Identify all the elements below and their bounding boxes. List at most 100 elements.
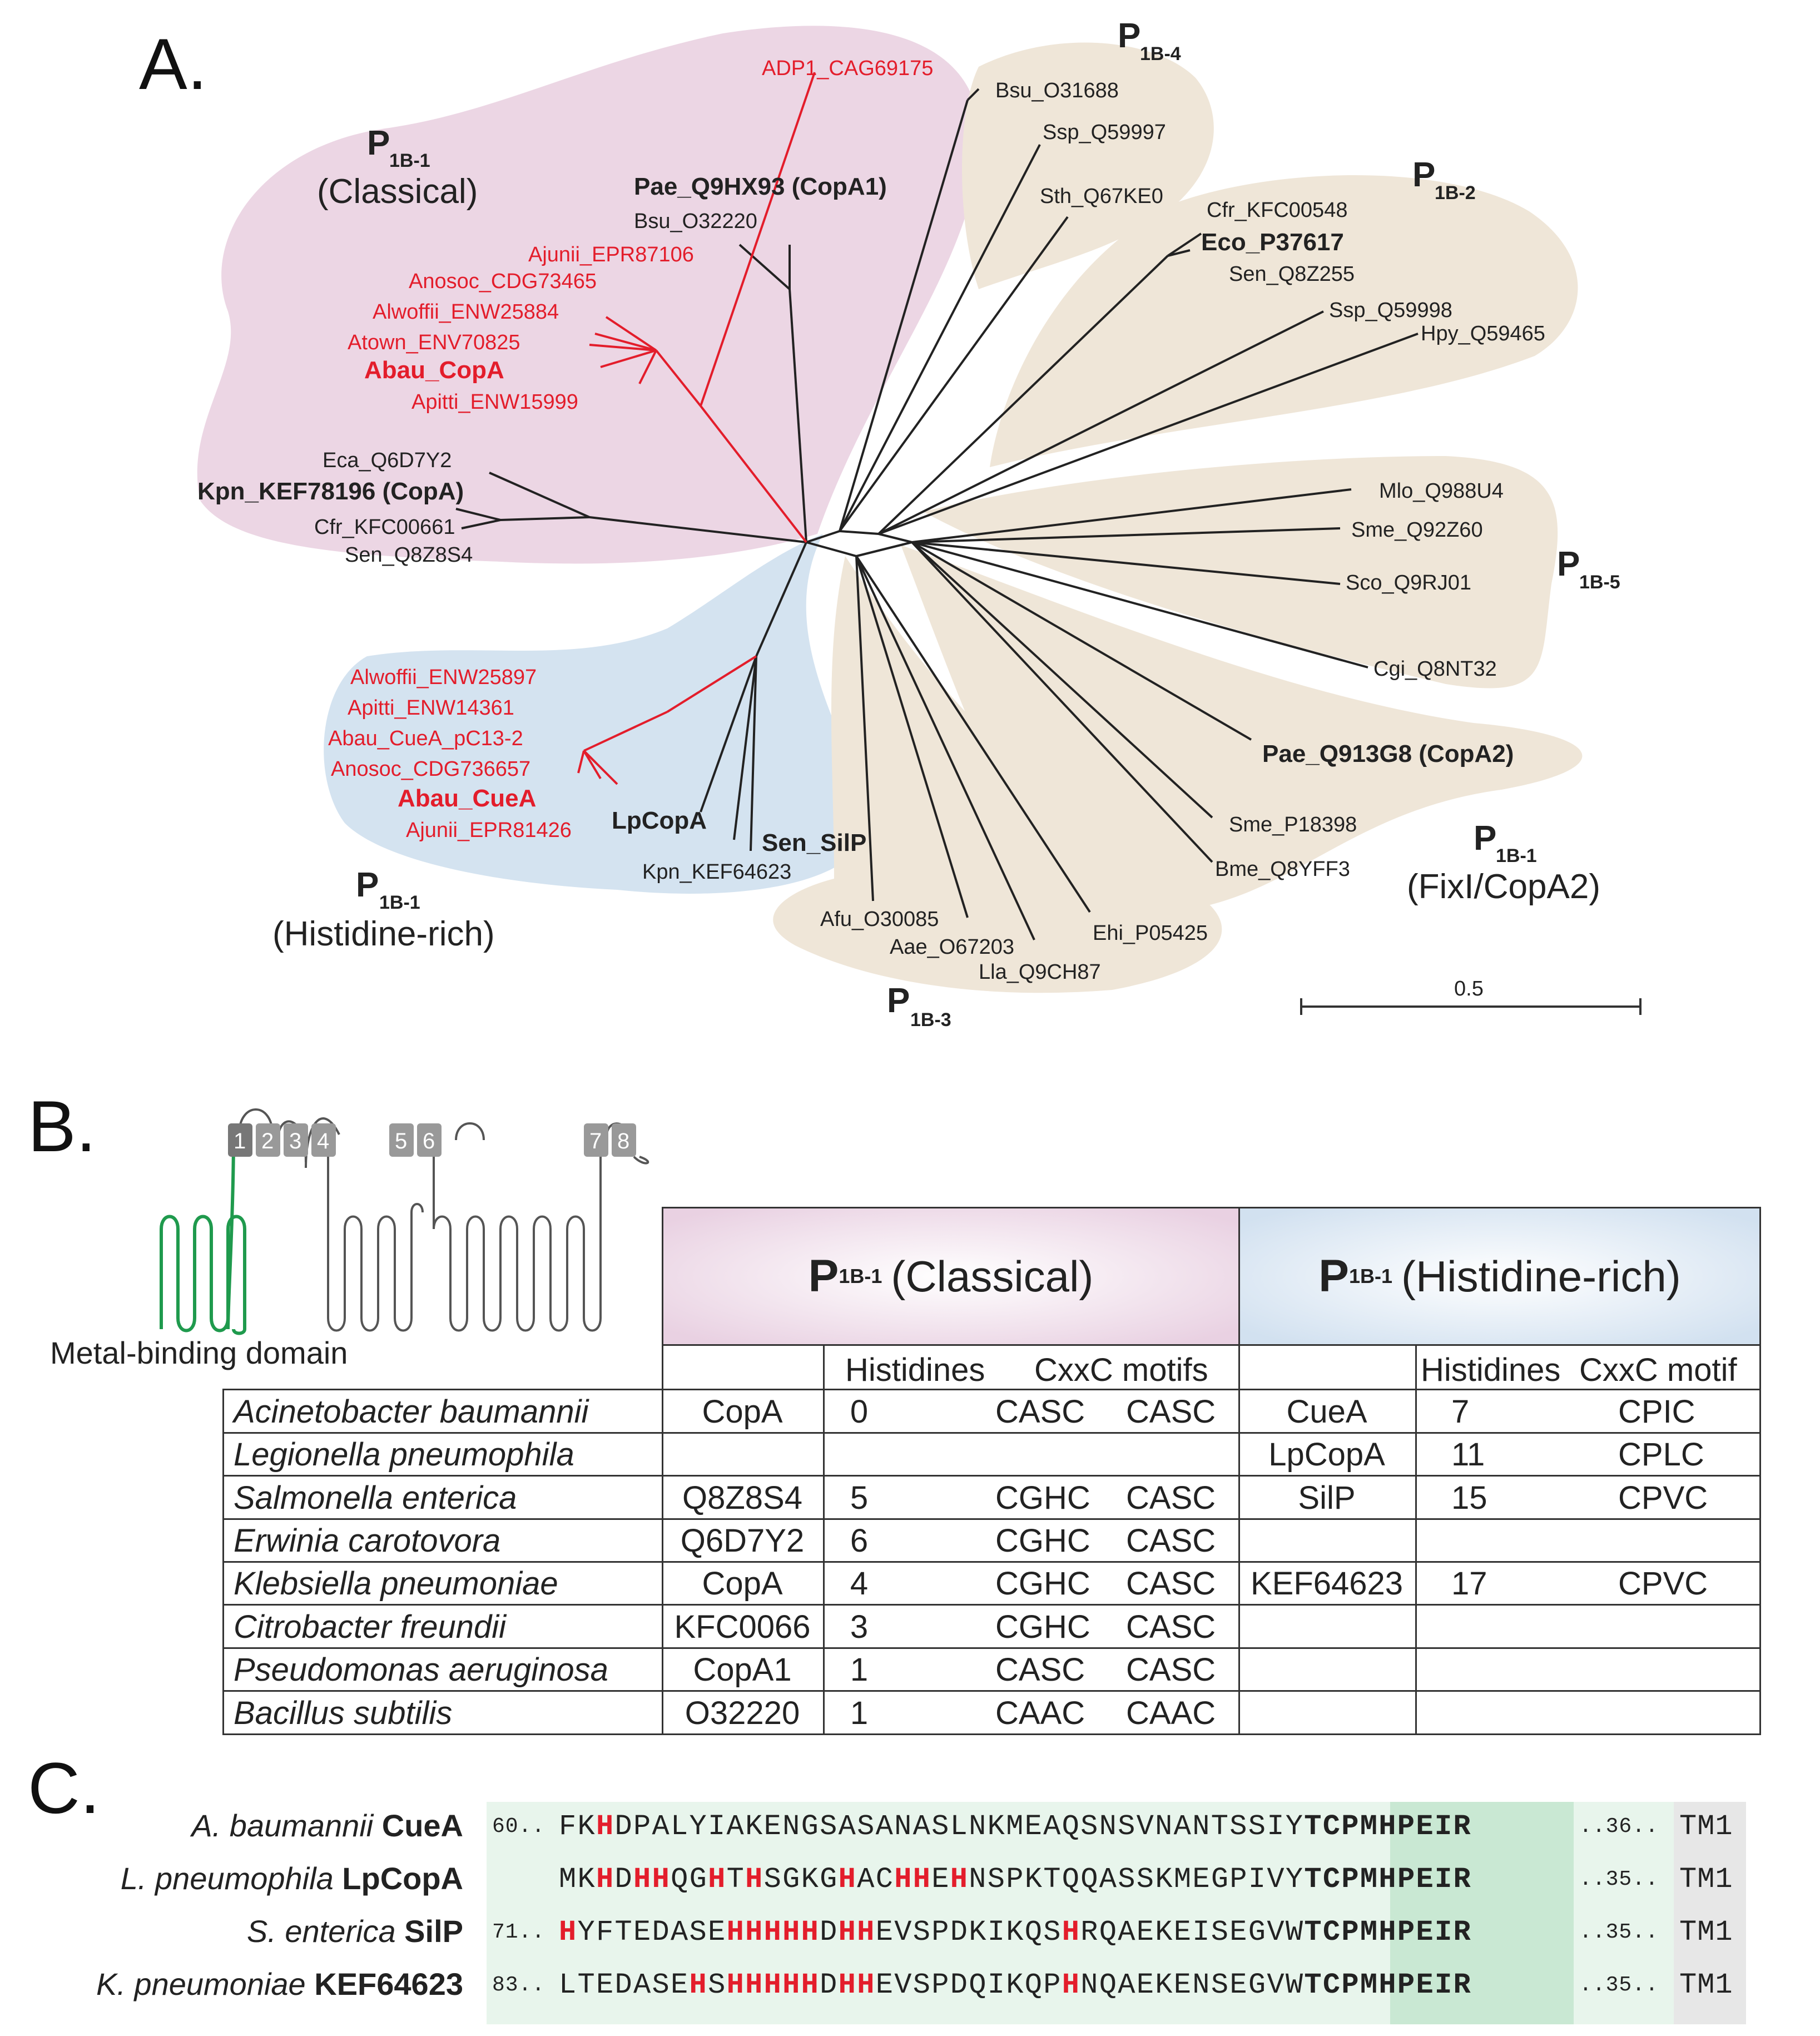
table-cell: Q6D7Y2 (680, 1523, 805, 1559)
sequence: HYFTEDASEHHHHHDHHEVSPDKIKQSHRQAEKEISEGVW… (559, 1916, 1472, 1949)
table-cell: 4 (850, 1566, 869, 1602)
leaf-label: Bme_Q8YFF3 (1215, 858, 1350, 881)
organism-cell: Pseudomonas aeruginosa (234, 1652, 608, 1688)
grid-line (823, 1346, 825, 1735)
table-cell: 1 (850, 1695, 869, 1731)
grid-line (222, 1389, 224, 1735)
panel-label-a: A. (139, 23, 207, 105)
organism-cell: Citrobacter freundii (234, 1609, 506, 1645)
leaf-label: Sco_Q9RJ01 (1346, 571, 1471, 595)
leaf-label: Sen_Q8Z255 (1229, 262, 1355, 286)
clade-bg-p1b4 (962, 42, 1214, 289)
group-p1b4-p: P (1118, 17, 1140, 55)
leaf-label: Ajunii_EPR87106 (528, 243, 694, 266)
table-cell: CPIC (1618, 1394, 1695, 1430)
table-cell: CGHC (995, 1523, 1090, 1559)
grid-line (222, 1475, 1761, 1477)
group-p1b3-sub: 1B-3 (910, 1009, 951, 1031)
group-p1b2-p: P (1412, 156, 1435, 194)
leaf-label: Pae_Q913G8 (CopA2) (1262, 740, 1514, 767)
group-p1b3-p: P (887, 982, 910, 1020)
grid-line (222, 1690, 1761, 1692)
table-cell: CASC (1126, 1566, 1216, 1602)
motif-highlight (1390, 1802, 1574, 2024)
leaf-label: Mlo_Q988U4 (1379, 479, 1504, 503)
leaf-label: Ssp_Q59997 (1043, 121, 1166, 144)
table-cell: 11 (1451, 1436, 1485, 1473)
table-cell: CASC (995, 1394, 1085, 1430)
table-cell: 7 (1451, 1394, 1470, 1430)
table-cell: CASC (1126, 1480, 1216, 1516)
leaf-label: Atown_ENV70825 (348, 331, 520, 354)
sequence-start: 71.. (492, 1920, 545, 1944)
grid-line (222, 1518, 1761, 1520)
leaf-label: Afu_O30085 (820, 908, 939, 931)
grid-line (662, 1389, 1761, 1390)
sequence: FKHDPALYIAKENGSASANASLNKMEAQSNSVNANTSSIY… (559, 1810, 1472, 1843)
protein-name: KEF64623 (314, 1966, 463, 2002)
leaf-label: Abau_CopA (364, 356, 504, 384)
clade-bg-p1b2 (990, 175, 1578, 467)
gap-length: ..35.. (1579, 1867, 1659, 1891)
col-cxxc: CxxC motifs (1034, 1352, 1208, 1388)
group-p1b1-fix-sub: 1B-1 (1496, 845, 1537, 866)
leaf-label: Sme_P18398 (1229, 813, 1357, 836)
grid-line (222, 1389, 662, 1390)
tm-label: 4 (317, 1129, 329, 1153)
leaf-label: Kpn_KEF78196 (CopA) (197, 478, 464, 505)
col-histidines: Histidines (845, 1352, 985, 1388)
col-histidines-his: Histidines (1421, 1352, 1561, 1388)
table-cell: O32220 (685, 1695, 800, 1731)
protein-name: CueA (381, 1808, 463, 1843)
tm-label: 7 (589, 1129, 602, 1153)
table-cell: CASC (1126, 1394, 1216, 1430)
table-cell: CGHC (995, 1480, 1090, 1516)
sequence: MKHDHHQGHTHSGKGHACHHEHNSPKTQQASSKMEGPIVY… (559, 1863, 1472, 1896)
table-cell: CPVC (1618, 1480, 1708, 1516)
table-cell: Q8Z8S4 (682, 1480, 802, 1516)
species-name: K. pneumoniae (96, 1966, 315, 2002)
sequence-start: 60.. (492, 1815, 545, 1839)
table-cell: CGHC (995, 1609, 1090, 1645)
phylogenetic-tree: P 1B-1 (Classical) P 1B-1 (Histidine-ric… (197, 17, 1642, 1031)
leaf-label: Aae_O67203 (890, 935, 1014, 959)
table-cell: 15 (1451, 1480, 1487, 1516)
grid-line (222, 1604, 1761, 1606)
leaf-label: Kpn_KEF64623 (642, 860, 791, 884)
panel-label-b: B. (28, 1086, 96, 1167)
leaf-label: Cfr_KFC00548 (1207, 199, 1347, 222)
tm1-label: TM1 (1679, 1810, 1733, 1843)
panel-label-c: C. (28, 1747, 100, 1829)
group-p1b1-classical-name: (Classical) (317, 172, 478, 211)
table-cell: CASC (1126, 1652, 1216, 1688)
col-cxxc-his: CxxC motif (1579, 1352, 1737, 1388)
species-name: L. pneumophila (120, 1861, 343, 1896)
clade-bg-p1b3 (773, 556, 1222, 993)
grid-line (1415, 1346, 1417, 1735)
group-p1b1-his-sub: 1B-1 (379, 892, 420, 913)
table-cell: 17 (1451, 1566, 1487, 1602)
leaf-label: LpCopA (612, 807, 707, 834)
group-p1b4-sub: 1B-4 (1140, 43, 1181, 65)
table-cell: CopA1 (693, 1652, 792, 1688)
header-sub: 1B-1 (1348, 1265, 1392, 1287)
tree-branches (455, 88, 1419, 940)
gap-length: ..36.. (1579, 1815, 1659, 1839)
tree-branches-red (577, 72, 816, 785)
leaf-label: Eca_Q6D7Y2 (323, 449, 452, 472)
species-name: A. baumannii (191, 1808, 382, 1843)
alignment-label: L. pneumophila LpCopA (121, 1860, 463, 1896)
gap-length: ..35.. (1579, 1920, 1659, 1944)
table-cell: CPVC (1618, 1566, 1708, 1602)
tm-label: 3 (289, 1129, 301, 1153)
tm1-highlight (1674, 1802, 1746, 2024)
alignment-label: K. pneumoniae KEF64623 (96, 1966, 463, 2002)
table-cell: KFC0066 (674, 1609, 811, 1645)
alignment-label: A. baumannii CueA (191, 1807, 463, 1844)
clade-bg-histidine (324, 534, 867, 894)
table-cell: CopA (702, 1394, 783, 1430)
tm-label: 6 (423, 1129, 435, 1153)
header-p: P (1318, 1251, 1349, 1301)
leaf-label: Hpy_Q59465 (1421, 322, 1545, 345)
